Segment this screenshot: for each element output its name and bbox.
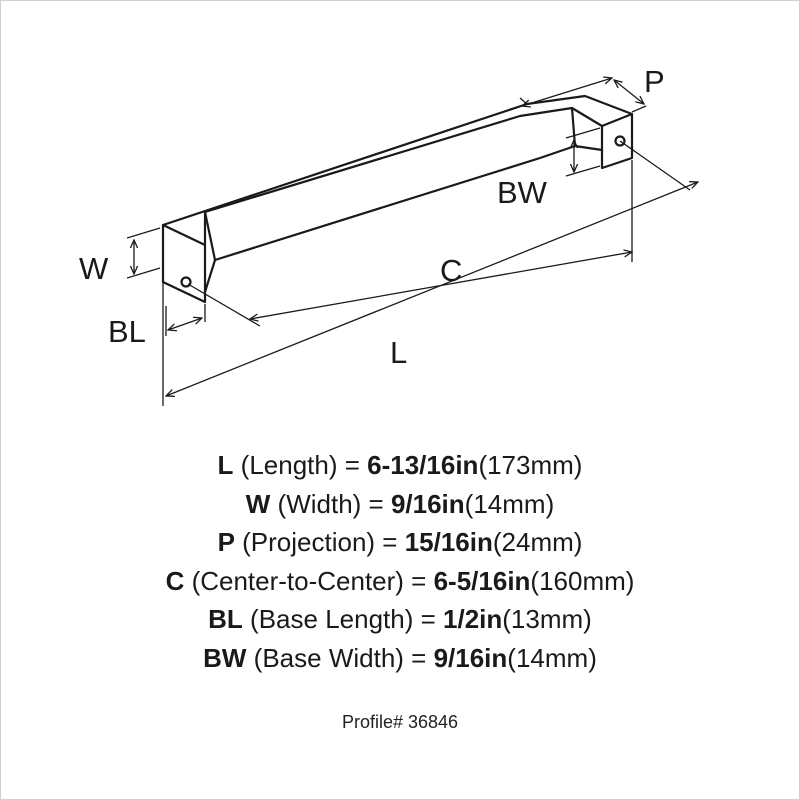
spec-base-width: BW (Base Width) = 9/16in(14mm) (203, 642, 597, 673)
label-L: L (390, 335, 407, 370)
P-dimension-line-2 (614, 80, 644, 104)
label-BL: BL (108, 314, 146, 349)
label-C: C (440, 253, 462, 288)
profile-number: Profile# 36846 (341, 712, 459, 732)
specifications-list: L (Length) = 6-13/16in(173mm) W (Width) … (0, 446, 800, 677)
handle-face-line (203, 211, 217, 261)
spec-length: L (Length) = 6-13/16in(173mm) (217, 450, 583, 480)
label-BW: BW (497, 175, 548, 210)
BW-tick-top (565, 127, 601, 139)
C-extension-left (187, 283, 261, 327)
dimension-lines (126, 78, 698, 406)
right-mount-hole (614, 135, 626, 147)
right-base-post (600, 112, 634, 170)
handle-dimension-drawing: P BW W C BL L (79, 64, 800, 406)
C-extension-right (619, 140, 691, 191)
L-dimension-line (166, 182, 698, 396)
spec-width: W (Width) = 9/16in(14mm) (245, 488, 555, 519)
label-P: P (644, 64, 665, 99)
BW-tick-bottom (565, 165, 601, 177)
W-tick-top (126, 227, 161, 239)
spec-projection: P (Projection) = 15/16in(24mm) (217, 527, 583, 557)
P-extension-left (519, 97, 528, 105)
spec-center-to-center: C (Center-to-Center) = 6-5/16in(160mm) (165, 565, 635, 596)
P-dimension-line (522, 78, 612, 106)
W-tick-bottom (126, 267, 161, 279)
cabinet-pull-outline (161, 94, 634, 304)
BL-dimension-line (168, 318, 202, 330)
handle-underside (203, 144, 603, 293)
label-W: W (79, 251, 109, 286)
handle-top-edge (162, 94, 633, 227)
P-extension-right (631, 105, 647, 113)
C-dimension-line (250, 252, 632, 319)
spec-base-length: BL (Base Length) = 1/2in(13mm) (208, 604, 592, 634)
